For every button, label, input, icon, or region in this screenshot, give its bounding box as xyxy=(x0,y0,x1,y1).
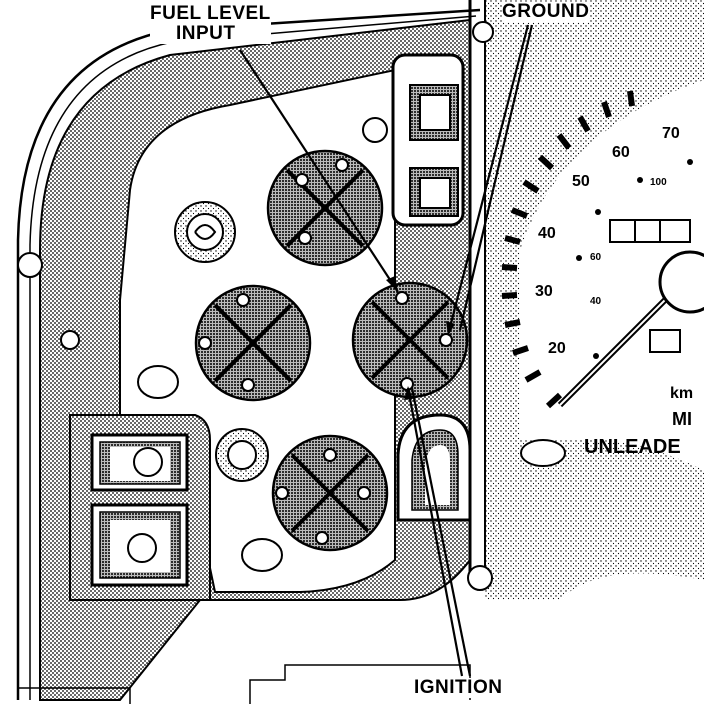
warning-lamp-housing xyxy=(391,53,465,227)
fuel-level-label-line1: FUEL LEVEL xyxy=(150,3,271,24)
gauge-socket-top xyxy=(266,149,384,267)
kmh-label-60: 60 xyxy=(590,252,602,263)
gauge-socket-left xyxy=(194,284,312,402)
fuel-level-label-line2: INPUT xyxy=(176,23,236,44)
unit-unleaded: UNLEADE xyxy=(584,436,681,458)
callout-leaders xyxy=(239,24,534,677)
ignition-label: IGNITION xyxy=(414,677,503,698)
speed-label-50: 50 xyxy=(572,173,590,190)
kmh-label-40: 40 xyxy=(590,296,602,307)
fuel-level-input-label: FUEL LEVEL INPUT xyxy=(150,4,271,44)
lower-left-gauges xyxy=(69,414,211,601)
leader-arrowheads xyxy=(386,276,455,400)
gauge-socket-bottom xyxy=(271,434,389,552)
unit-km: km xyxy=(670,385,693,402)
bulb-sockets xyxy=(17,21,566,591)
speedometer-dots xyxy=(576,159,693,359)
gauge-socket-fuel xyxy=(351,281,469,399)
kmh-label-100: 100 xyxy=(650,177,667,188)
speed-label-40: 40 xyxy=(538,225,556,242)
speed-label-30: 30 xyxy=(535,283,553,300)
odometer-windows xyxy=(609,219,691,353)
ground-label: GROUND xyxy=(502,1,590,22)
lower-window xyxy=(396,413,472,522)
speed-label-70: 70 xyxy=(662,125,680,142)
unit-mi: MI xyxy=(672,409,692,429)
speed-label-20: 20 xyxy=(548,340,566,357)
speedometer-ticks xyxy=(501,90,635,409)
speed-label-60: 60 xyxy=(612,144,630,161)
speedometer-needle xyxy=(557,250,704,408)
